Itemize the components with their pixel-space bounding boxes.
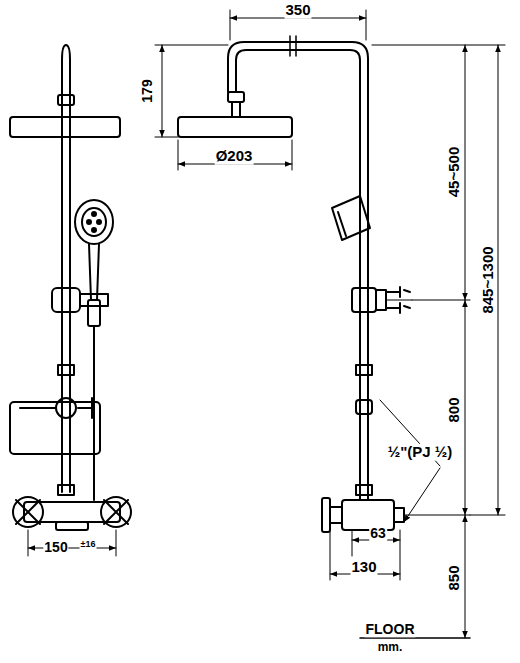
dimension-label: 350 xyxy=(284,2,311,19)
dimension-label: 130 xyxy=(350,559,377,576)
dimension-label: ±16 xyxy=(80,540,97,550)
dimension-label: 150 xyxy=(43,540,68,555)
front-view xyxy=(10,45,131,556)
dimension-label: 63 xyxy=(369,526,387,541)
dimension-label: mm. xyxy=(377,641,404,654)
dimension-label: 800 xyxy=(446,396,463,423)
dimension-label: 845~1300 xyxy=(480,245,497,314)
dimension-label: FLOOR xyxy=(365,622,416,637)
dimension-label: Ø203 xyxy=(215,148,254,165)
dimension-label: ½"(PJ ½) xyxy=(387,444,454,461)
dimension-label: 45~500 xyxy=(446,146,463,198)
dimension-label: 179 xyxy=(140,78,155,103)
side-view xyxy=(155,10,505,638)
dimension-label: 850 xyxy=(446,564,463,591)
